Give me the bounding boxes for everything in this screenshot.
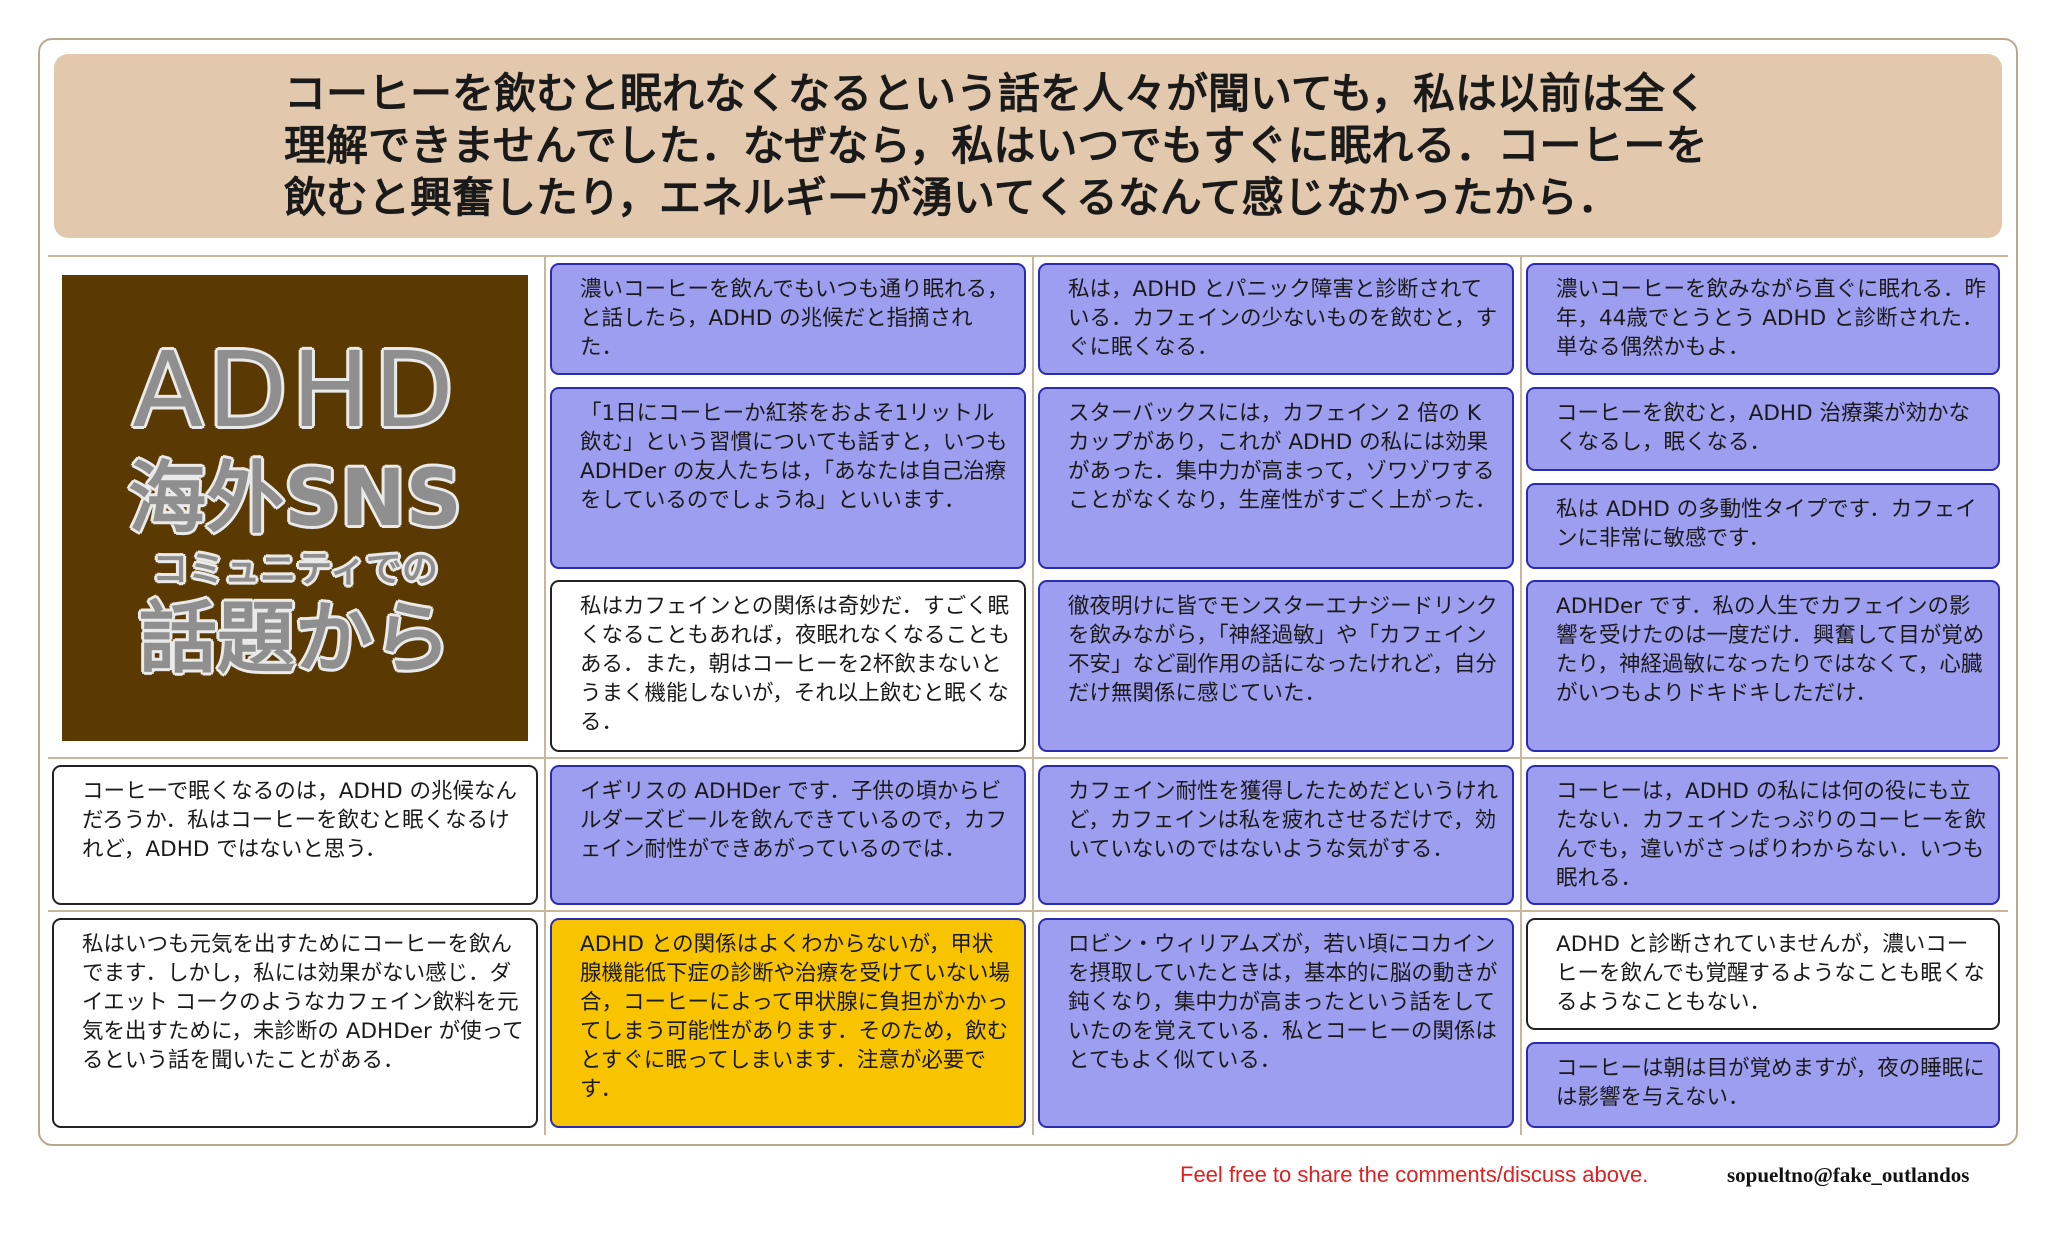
comment-text: ロビン・ウィリアムズが，若い頃にコカインを摂取していたときは，基本的に脳の動きが… [1068, 932, 1498, 1073]
footer-credit: sopueltno@fake_outlandos [1727, 1163, 1970, 1187]
comment-box: コーヒーは，ADHD の私には何の役にも立たない．カフェインたっぷりのコーヒーを… [1526, 765, 2000, 905]
adhd-logo: ADHD 海外SNS コミュニティでの 話題から [62, 275, 528, 741]
comment-box: 私は ADHD の多動性タイプです．カフェインに非常に敏感です． [1526, 483, 2000, 569]
comment-box: カフェイン耐性を獲得したためだというけれど，カフェインは私を疲れさせるだけで，効… [1038, 765, 1514, 905]
comment-text: 私はカフェインとの関係は奇妙だ．すごく眠くなることもあれば，夜眠れなくなることも… [580, 594, 1011, 735]
footer-share-note: Feel free to share the comments/discuss … [1180, 1162, 1649, 1187]
comment-box: ADHD と診断されていませんが，濃いコーヒーを飲んでも覚醒するようなことも眠く… [1526, 918, 2000, 1030]
comment-text: カフェイン耐性を獲得したためだというけれど，カフェインは私を疲れさせるだけで，効… [1068, 779, 1499, 862]
comment-text: ADHDer です．私の人生でカフェインの影響を受けたのは一度だけ．興奮して目が… [1556, 594, 1985, 706]
comment-box: 私は，ADHD とパニック障害と診断されている．カフェインの少ないものを飲むと，… [1038, 263, 1514, 375]
logo-line-2: 海外SNS [128, 454, 462, 544]
grid-line-h3 [48, 910, 2008, 912]
grid-line-v3 [1520, 255, 1522, 1135]
comment-text: ADHD と診断されていませんが，濃いコーヒーを飲んでも覚醒するようなことも眠く… [1556, 932, 1985, 1015]
comment-text: ADHD との関係はよくわからないが，甲状腺機能低下症の診断や治療を受けていない… [580, 932, 1011, 1102]
comment-box: 徹夜明けに皆でモンスターエナジードリンクを飲みながら，「神経過敏」や「カフェイン… [1038, 580, 1514, 752]
grid-line-v1 [544, 255, 546, 1135]
grid-line-v2 [1032, 255, 1034, 1135]
comment-text: 私は ADHD の多動性タイプです．カフェインに非常に敏感です． [1556, 497, 1977, 551]
comment-text: 私は，ADHD とパニック障害と診断されている．カフェインの少ないものを飲むと，… [1068, 277, 1498, 360]
grid-line-h1 [48, 255, 2008, 257]
logo-line-3: コミュニティでの [152, 549, 438, 590]
comment-text: 濃いコーヒーを飲みながら直ぐに眠れる．昨年，44歳でとうとう ADHD と診断さ… [1556, 277, 1987, 360]
comment-box: 濃いコーヒーを飲んでもいつも通り眠れる，と話したら，ADHD の兆候だと指摘され… [550, 263, 1026, 375]
header-banner: コーヒーを飲むと眠れなくなるという話を人々が聞いても，私は以前は全く 理解できま… [54, 54, 2002, 238]
logo-line-4: 話題から [138, 594, 451, 684]
comment-box: コーヒーは朝は目が覚めますが，夜の睡眠には影響を与えない． [1526, 1042, 2000, 1128]
comment-text: コーヒーを飲むと，ADHD 治療薬が効かなくなるし，眠くなる． [1556, 401, 1970, 455]
header-text: コーヒーを飲むと眠れなくなるという話を人々が聞いても，私は以前は全く 理解できま… [284, 69, 1708, 222]
comment-box: スターバックスには，カフェイン 2 倍の K カップがあり，これが ADHD の… [1038, 387, 1514, 569]
comment-text: イギリスの ADHDer です．子供の頃からビルダーズビールを飲んできているので… [580, 779, 1007, 862]
comment-box: ロビン・ウィリアムズが，若い頃にコカインを摂取していたときは，基本的に脳の動きが… [1038, 918, 1514, 1128]
comment-box: コーヒーで眠くなるのは，ADHD の兆候なんだろうか．私はコーヒーを飲むと眠くな… [52, 765, 538, 905]
comment-text: 私はいつも元気を出すためにコーヒーを飲んでます．しかし，私には効果がない感じ．ダ… [82, 932, 524, 1073]
comment-box: 私はカフェインとの関係は奇妙だ．すごく眠くなることもあれば，夜眠れなくなることも… [550, 580, 1026, 752]
comment-box: 濃いコーヒーを飲みながら直ぐに眠れる．昨年，44歳でとうとう ADHD と診断さ… [1526, 263, 2000, 375]
comment-box: コーヒーを飲むと，ADHD 治療薬が効かなくなるし，眠くなる． [1526, 387, 2000, 471]
comment-text: コーヒーは朝は目が覚めますが，夜の睡眠には影響を与えない． [1556, 1056, 1985, 1110]
comment-text: 濃いコーヒーを飲んでもいつも通り眠れる，と話したら，ADHD の兆候だと指摘され… [580, 277, 1009, 360]
grid-line-h2 [48, 757, 2008, 759]
comment-text: 「1日にコーヒーか紅茶をおよそ1リットル飲む」という習慣についても話すと，いつも… [580, 401, 1008, 513]
comment-text: コーヒーで眠くなるのは，ADHD の兆候なんだろうか．私はコーヒーを飲むと眠くな… [82, 779, 518, 862]
comment-text: スターバックスには，カフェイン 2 倍の K カップがあり，これが ADHD の… [1068, 401, 1497, 513]
logo-line-1: ADHD [132, 329, 458, 451]
comment-box: 「1日にコーヒーか紅茶をおよそ1リットル飲む」という習慣についても話すと，いつも… [550, 387, 1026, 569]
comment-box: 私はいつも元気を出すためにコーヒーを飲んでます．しかし，私には効果がない感じ．ダ… [52, 918, 538, 1128]
comment-box: ADHDer です．私の人生でカフェインの影響を受けたのは一度だけ．興奮して目が… [1526, 580, 2000, 752]
comment-text: コーヒーは，ADHD の私には何の役にも立たない．カフェインたっぷりのコーヒーを… [1556, 779, 1987, 891]
comment-text: 徹夜明けに皆でモンスターエナジードリンクを飲みながら，「神経過敏」や「カフェイン… [1068, 594, 1498, 706]
comment-box: イギリスの ADHDer です．子供の頃からビルダーズビールを飲んできているので… [550, 765, 1026, 905]
comment-box: ADHD との関係はよくわからないが，甲状腺機能低下症の診断や治療を受けていない… [550, 918, 1026, 1128]
